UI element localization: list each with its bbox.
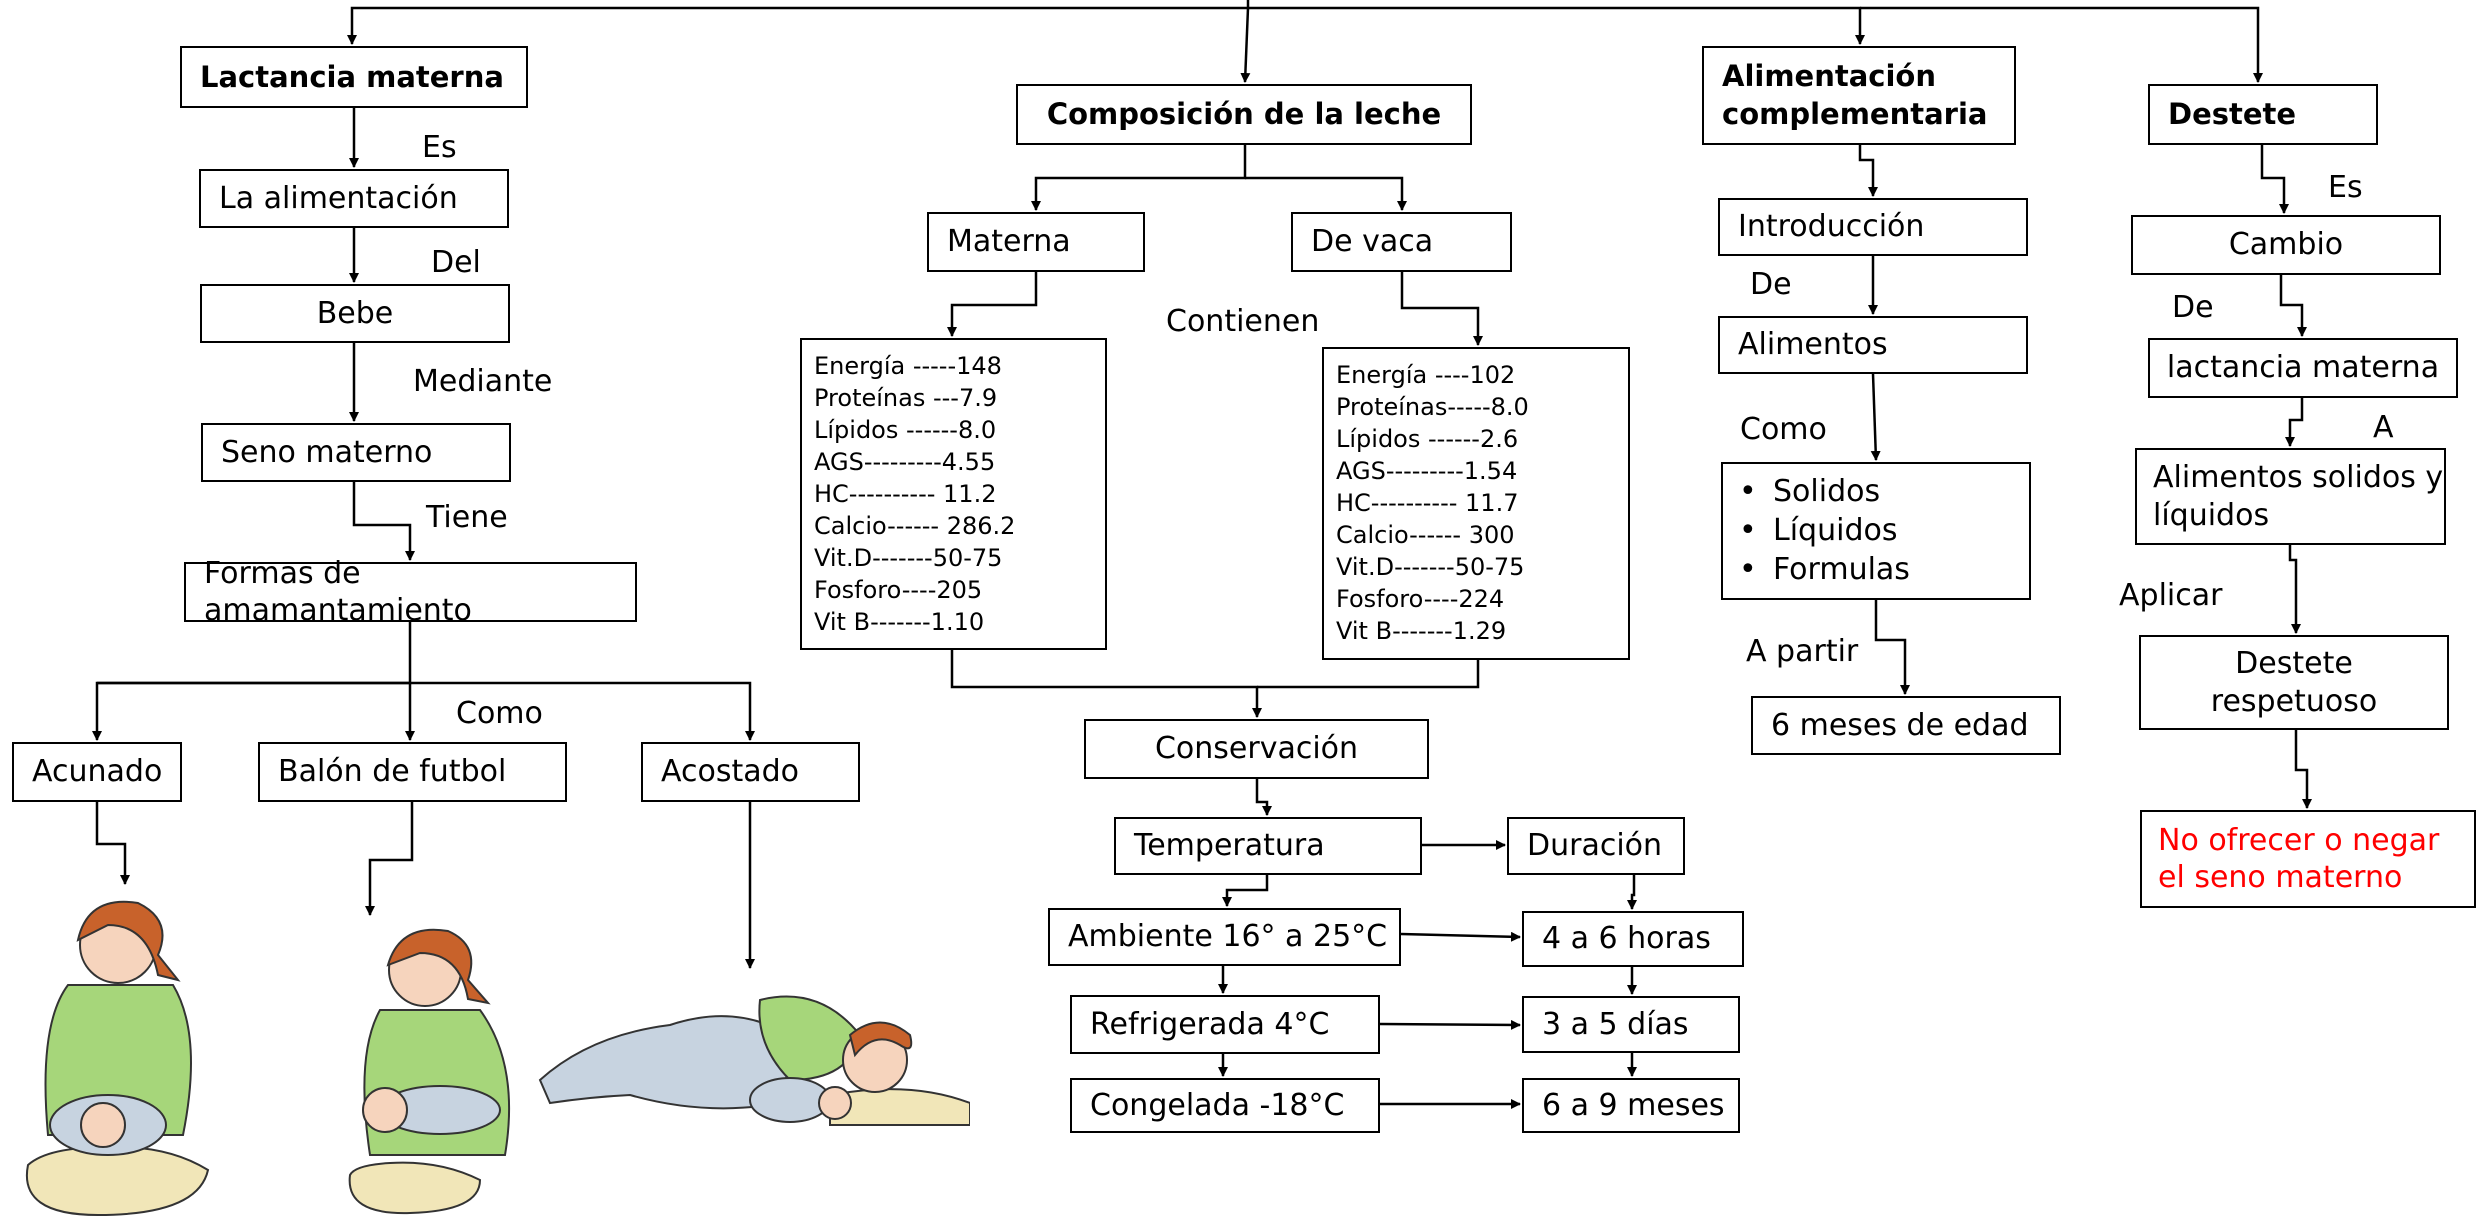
label-aplicar: Aplicar <box>2119 578 2223 613</box>
vaca-nutrient-list: Energía ----102 Proteínas-----8.0 Lípido… <box>1322 347 1630 660</box>
node-duracion-refrigerada: 3 a 5 días <box>1522 996 1740 1053</box>
node-formas-amamantamiento: Formas de amamantamiento <box>184 556 637 628</box>
node-destete-respetuoso: Destete respetuoso <box>2139 635 2449 730</box>
alimentacion-complementaria-title: Alimentación complementaria <box>1702 46 2016 145</box>
node-seno-materno: Seno materno <box>201 423 511 482</box>
label-a: A <box>2373 410 2394 445</box>
node-conservacion: Conservación <box>1084 719 1429 779</box>
label-del: Del <box>431 245 481 280</box>
label-de: De <box>2172 290 2214 325</box>
node-temperatura: Temperatura <box>1114 817 1422 875</box>
node-bebe: Bebe <box>200 284 510 343</box>
label-contienen: Contienen <box>1166 304 1320 339</box>
node-introduccion: Introducción <box>1718 198 2028 256</box>
lying-hold-illustration <box>538 995 970 1126</box>
node-duracion: Duración <box>1507 817 1685 875</box>
node-materna: Materna <box>927 212 1145 272</box>
lactancia-materna-title: Lactancia materna <box>180 46 528 108</box>
lactancia-title-text: Lactancia materna <box>200 59 504 94</box>
node-de-vaca: De vaca <box>1291 212 1512 272</box>
node-no-ofrecer-seno: No ofrecer o negar el seno materno <box>2140 810 2476 908</box>
composicion-leche-title: Composición de la leche <box>1016 84 1472 145</box>
materna-nutrient: Energía -----148 <box>814 352 1002 380</box>
label-mediante: Mediante <box>413 364 553 399</box>
vaca-nutrient: Lípidos ------2.6 <box>1336 425 1519 453</box>
vaca-nutrient: HC---------- 11.7 <box>1336 489 1519 517</box>
node-cambio: Cambio <box>2131 215 2441 275</box>
materna-nutrient: Proteínas ---7.9 <box>814 384 998 412</box>
food-type-item: Solidos <box>1739 472 2013 511</box>
materna-nutrient: Fosforo----205 <box>814 576 983 604</box>
node-balon-de-futbol: Balón de futbol <box>258 742 567 802</box>
food-type-item: Líquidos <box>1739 511 2013 550</box>
vaca-nutrient: Energía ----102 <box>1336 361 1516 389</box>
materna-nutrient: Lípidos ------8.0 <box>814 416 997 444</box>
football-hold-illustration <box>348 928 511 1215</box>
node-seis-meses: 6 meses de edad <box>1751 696 2061 755</box>
vaca-nutrient: Proteínas-----8.0 <box>1336 393 1529 421</box>
materna-nutrient: Vit B-------1.10 <box>814 608 985 636</box>
node-refrigerada: Refrigerada 4°C <box>1070 995 1380 1054</box>
materna-nutrient: Calcio------ 286.2 <box>814 512 1016 540</box>
vaca-nutrient: Calcio------ 300 <box>1336 521 1515 549</box>
food-types-list: Solidos Líquidos Formulas <box>1721 462 2031 600</box>
label-es: Es <box>2328 170 2363 205</box>
node-acunado: Acunado <box>12 742 182 802</box>
label-a-partir: A partir <box>1746 634 1859 669</box>
node-la-alimentacion: La alimentación <box>199 169 509 228</box>
node-alimentos-solidos: Alimentos solidos y líquidos <box>2135 448 2446 545</box>
node-ambiente: Ambiente 16° a 25°C <box>1048 908 1401 966</box>
vaca-nutrient: Fosforo----224 <box>1336 585 1505 613</box>
vaca-nutrient: Vit.D-------50-75 <box>1336 553 1525 581</box>
cradle-hold-illustration <box>25 900 210 1217</box>
label-como: Como <box>456 696 543 731</box>
materna-nutrient: HC---------- 11.2 <box>814 480 997 508</box>
node-congelada: Congelada -18°C <box>1070 1078 1380 1133</box>
node-duracion-congelada: 6 a 9 meses <box>1522 1078 1740 1133</box>
vaca-nutrient: AGS---------1.54 <box>1336 457 1518 485</box>
materna-nutrient: AGS---------4.55 <box>814 448 996 476</box>
node-alimentos: Alimentos <box>1718 316 2028 374</box>
destete-title: Destete <box>2148 84 2378 145</box>
node-lactancia-materna: lactancia materna <box>2148 338 2458 398</box>
label-como: Como <box>1740 412 1827 447</box>
materna-nutrient: Vit.D-------50-75 <box>814 544 1003 572</box>
node-duracion-ambiente: 4 a 6 horas <box>1522 911 1744 967</box>
node-acostado: Acostado <box>641 742 860 802</box>
label-tiene: Tiene <box>426 500 508 535</box>
label-de: De <box>1750 267 1792 302</box>
label-es: Es <box>422 130 457 165</box>
food-type-item: Formulas <box>1739 550 2013 589</box>
materna-nutrient-list: Energía -----148 Proteínas ---7.9 Lípido… <box>800 338 1107 650</box>
vaca-nutrient: Vit B-------1.29 <box>1336 617 1507 645</box>
